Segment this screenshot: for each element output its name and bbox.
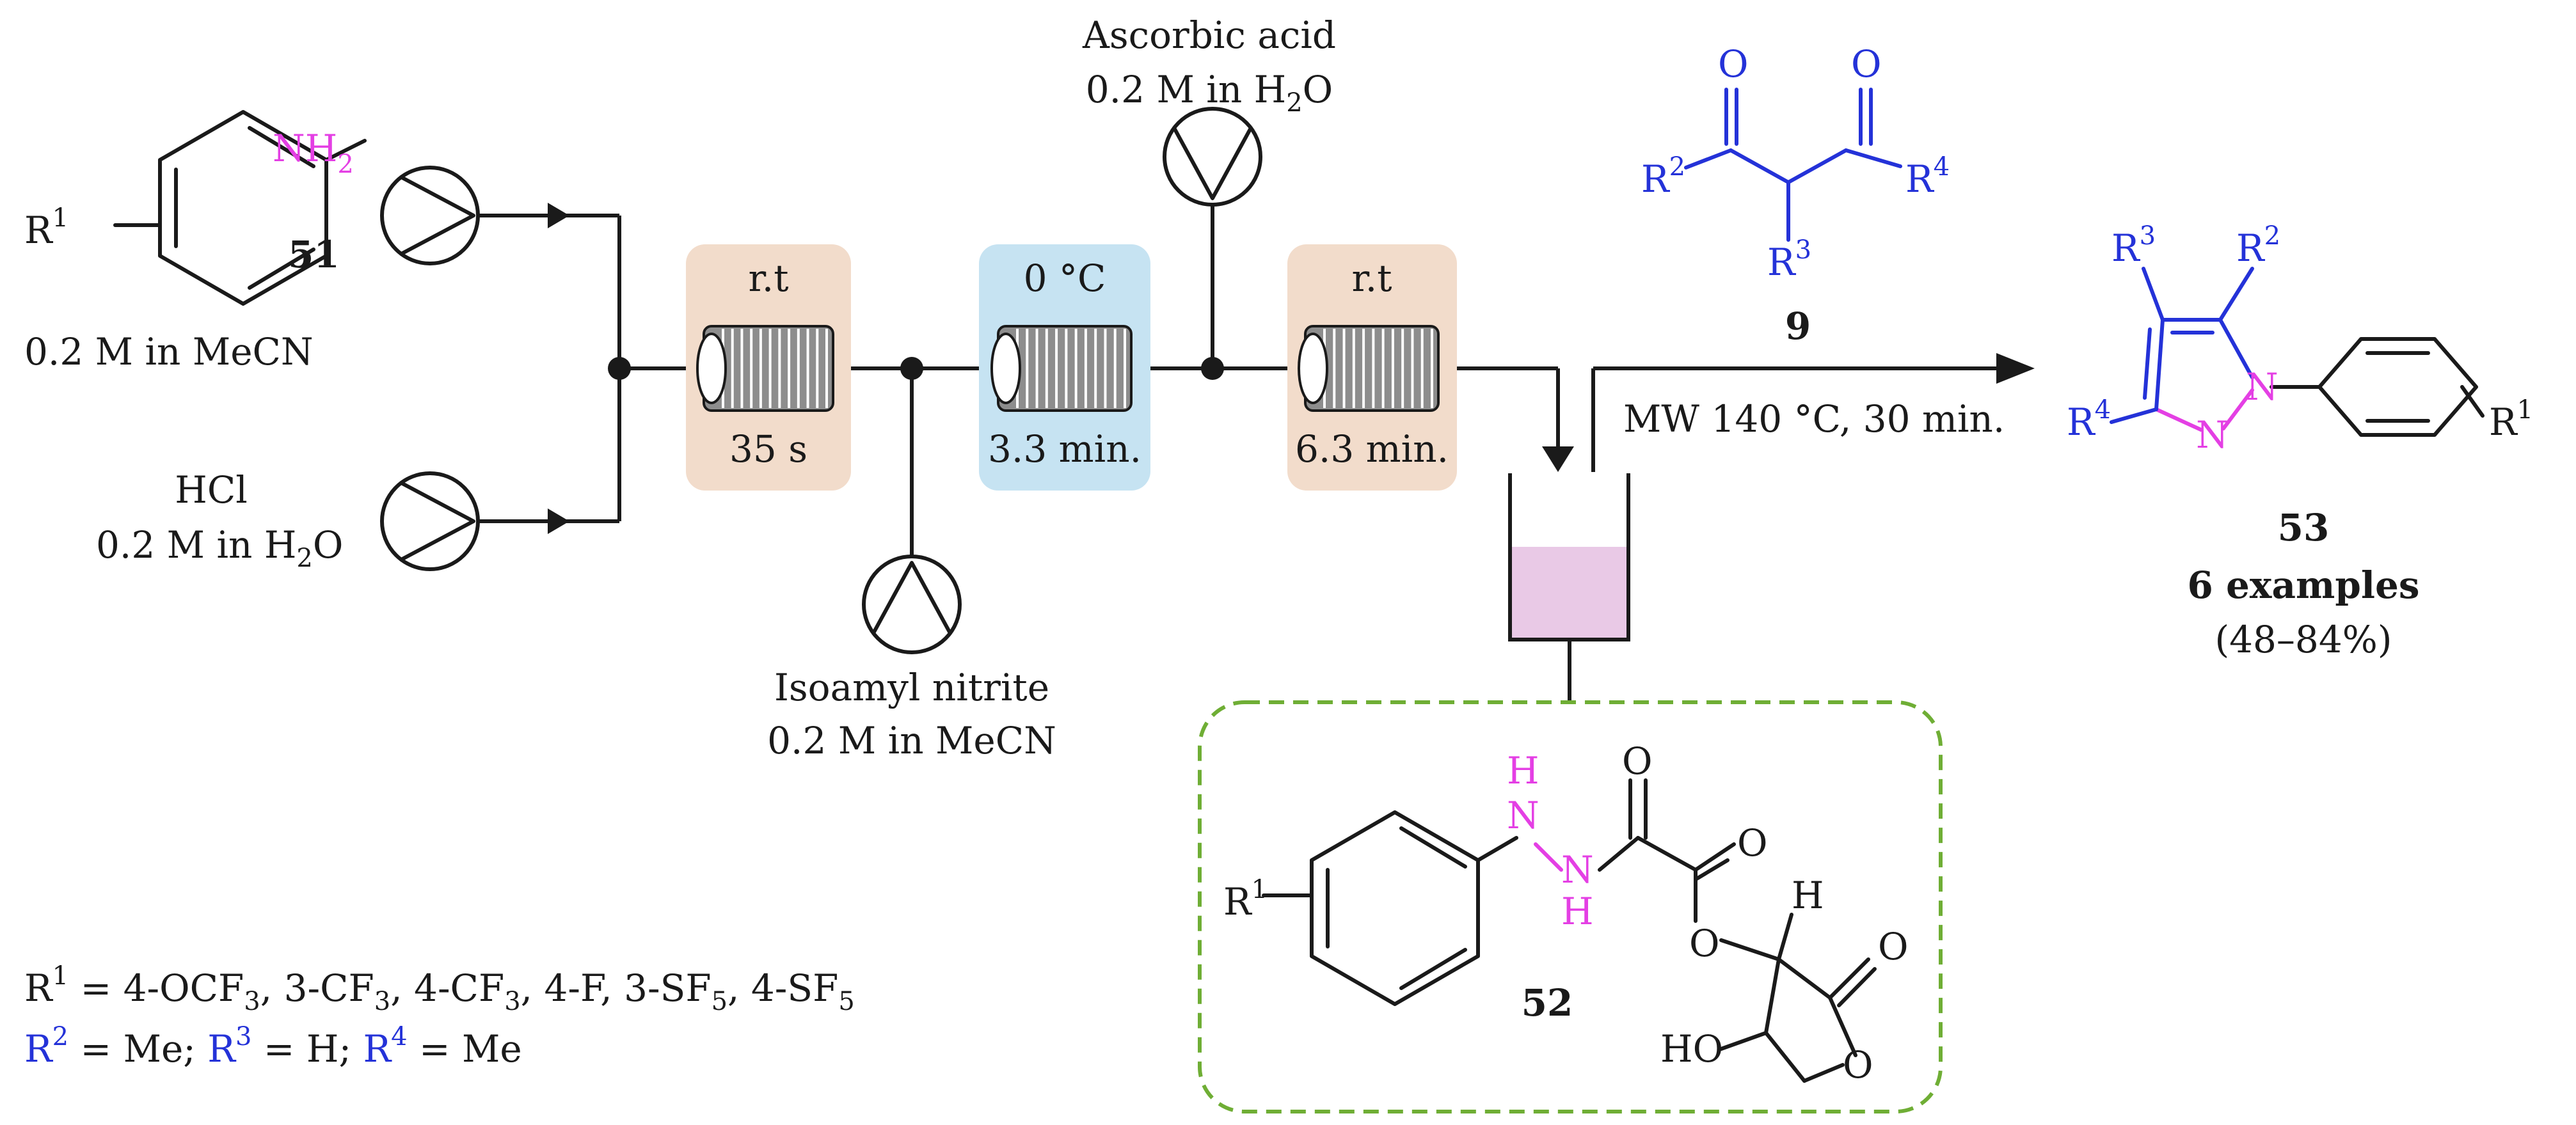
r1-scope-line: R1 = 4-OCF3, 3-CF3, 4-CF3, 4-F, 3-SF5, 4… bbox=[24, 961, 855, 1016]
svg-text:R2: R2 bbox=[1641, 152, 1685, 201]
feed-hcl: HCl 0.2 M in H2O bbox=[96, 468, 343, 573]
pyrazole-53: N N R3 R2 R4 R1 53 6 examples (48–84%) bbox=[2067, 221, 2533, 661]
compound-number-52: 52 bbox=[1522, 981, 1573, 1025]
reactor-1: r.t 35 s bbox=[686, 244, 851, 491]
hydroxy-label: HO bbox=[1660, 1027, 1723, 1071]
svg-text:R2: R2 bbox=[2236, 221, 2280, 270]
arrowhead-amine bbox=[548, 203, 569, 228]
intermediate-52: H N N H O O O H O HO O R1 52 bbox=[1198, 700, 1943, 1113]
feed-amine-51: R1 NH2 51 0.2 M in MeCN bbox=[24, 110, 367, 374]
amine-r-label: R bbox=[24, 208, 54, 252]
reactor-2-time: 3.3 min. bbox=[988, 427, 1141, 471]
carbonyl-o-1: O bbox=[1622, 739, 1653, 783]
reactor-2: 0 °C 3.3 min. bbox=[979, 244, 1150, 491]
pump-nitrite bbox=[862, 555, 962, 654]
hydrazine-h-top: H bbox=[1507, 749, 1539, 792]
reactor-3: r.t 6.3 min. bbox=[1287, 244, 1457, 491]
svg-text:NH2: NH2 bbox=[273, 127, 354, 179]
diketone-r3: R bbox=[1767, 240, 1797, 284]
reactor-3-time: 6.3 min. bbox=[1295, 427, 1449, 471]
arrowhead-collect bbox=[1542, 446, 1574, 472]
reaction-conditions: MW 140 °C, 30 min. bbox=[1623, 397, 2005, 441]
diketone-r2: R bbox=[1641, 157, 1671, 201]
ascorbic-concentration: 0.2 M in H2O bbox=[1086, 68, 1333, 118]
reactor-1-time: 35 s bbox=[729, 427, 807, 471]
hydrazine-h-bottom: H bbox=[1561, 890, 1594, 933]
examples-count: 6 examples bbox=[2187, 563, 2419, 607]
junction-1 bbox=[608, 357, 631, 380]
svg-text:R3: R3 bbox=[2111, 221, 2156, 270]
diketone-9: O O R2 R4 R3 9 bbox=[1641, 42, 1950, 348]
hydrazine-n-top: N bbox=[1507, 794, 1539, 837]
product-r1: R bbox=[2489, 400, 2518, 444]
benzene-ring-53 bbox=[2318, 337, 2478, 437]
compound-number-53: 53 bbox=[2278, 506, 2330, 549]
diketone-o1: O bbox=[1718, 42, 1749, 86]
pyrazole-n2: N bbox=[2196, 413, 2229, 457]
svg-text:R1: R1 bbox=[24, 203, 68, 252]
svg-text:R1: R1 bbox=[2489, 395, 2533, 444]
product-r3: R bbox=[2111, 226, 2141, 270]
lactone-carbonyl-o: O bbox=[1878, 925, 1909, 968]
nitrite-concentration: 0.2 M in MeCN bbox=[767, 719, 1056, 762]
pump-ascorbic bbox=[1163, 107, 1262, 207]
compound-number-51: 51 bbox=[288, 233, 340, 276]
product-r2: R bbox=[2236, 226, 2266, 270]
r234-scope-line: R2 = Me; R3 = H; R4 = Me bbox=[24, 1022, 522, 1071]
benzene-ring-51 bbox=[158, 110, 328, 306]
reactor-3-temp: r.t bbox=[1351, 256, 1392, 300]
svg-text:R4: R4 bbox=[1905, 152, 1950, 201]
ascorbic-name: Ascorbic acid bbox=[1082, 13, 1336, 57]
hcl-name: HCl bbox=[175, 468, 248, 512]
pyrazole-n1: N bbox=[2246, 365, 2278, 409]
svg-text:R3: R3 bbox=[1767, 235, 1811, 284]
svg-text:R1: R1 bbox=[1223, 875, 1268, 924]
substituent-scope: R1 = 4-OCF3, 3-CF3, 4-CF3, 4-F, 3-SF5, 4… bbox=[24, 961, 855, 1071]
reactor-2-temp: 0 °C bbox=[1024, 256, 1106, 300]
arrowhead-hcl bbox=[548, 508, 569, 534]
compound-number-9: 9 bbox=[1785, 304, 1811, 348]
ester-o: O bbox=[1689, 922, 1720, 965]
collection-vessel bbox=[1508, 473, 1630, 702]
carbonyl-o-2: O bbox=[1737, 821, 1768, 865]
svg-text:R4: R4 bbox=[2067, 395, 2111, 444]
benzene-ring-52 bbox=[1310, 810, 1480, 1006]
diketone-o2: O bbox=[1851, 42, 1882, 86]
hcl-concentration: 0.2 M in H2O bbox=[96, 523, 343, 573]
diketone-r4: R bbox=[1905, 157, 1935, 201]
lactone-ring-o: O bbox=[1843, 1043, 1873, 1087]
pump-hcl bbox=[380, 471, 480, 571]
junction-2 bbox=[900, 357, 923, 380]
intermediate-r1: R bbox=[1223, 880, 1253, 924]
reactor-1-temp: r.t bbox=[748, 256, 788, 300]
dashed-box bbox=[1198, 700, 1943, 1113]
amine-nh-label: NH bbox=[273, 127, 337, 170]
product-r4: R bbox=[2067, 400, 2096, 444]
amine-concentration: 0.2 M in MeCN bbox=[24, 330, 314, 374]
reaction-arrow: MW 140 °C, 30 min. bbox=[1591, 353, 2035, 472]
junction-3 bbox=[1201, 357, 1224, 380]
hydrazine-n-bottom: N bbox=[1561, 848, 1594, 892]
yield-range: (48–84%) bbox=[2215, 618, 2392, 661]
stereo-h: H bbox=[1792, 874, 1824, 917]
pump-amine bbox=[380, 166, 480, 265]
nitrite-name: Isoamyl nitrite bbox=[774, 666, 1049, 709]
